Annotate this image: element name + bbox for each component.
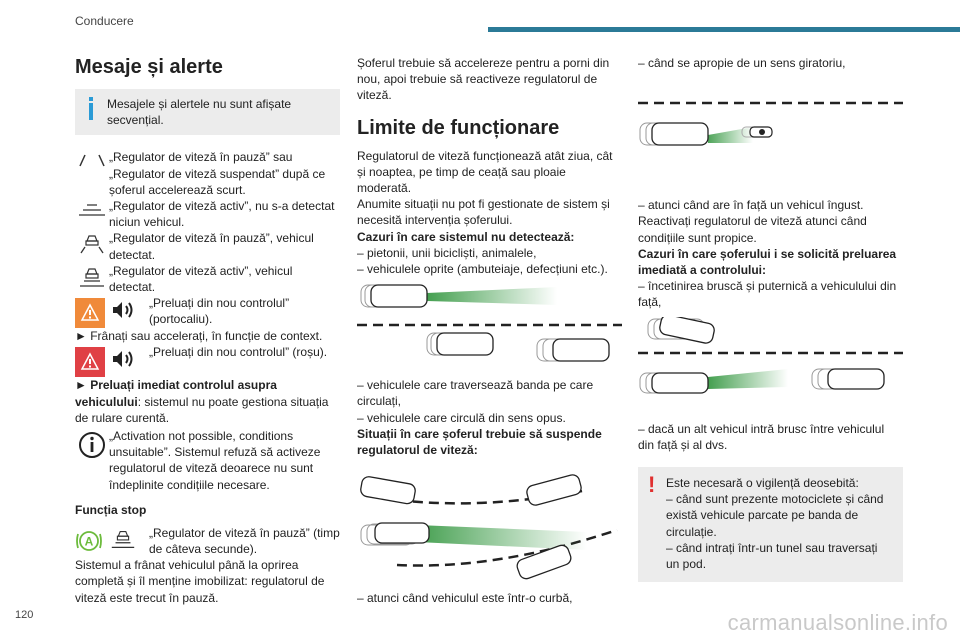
stop-function-text: Sistemul a frânat vehiculul până la opri… [75,558,325,605]
takeover-title: Cazuri în care șoferului i se solicită p… [638,246,897,278]
curve-item: – atunci când vehiculul este într-o curb… [357,591,573,606]
warning-note: ! Este necesară o vigilență deosebită: –… [638,467,903,583]
illustration-curve [357,470,622,580]
not-detected-title: Cazuri în care sistemul nu detectează: [357,229,575,244]
illustration-cut-in [638,316,903,411]
vehicle-detected-paused-icon [75,230,109,255]
regulator-paused-icon [75,149,109,168]
takeover-red-icon [75,347,105,378]
message-stop-paused: A „Regulator de viteză în pauză” (timp d… [75,525,340,557]
message-paused: „Regulator de viteză în pauză” sau „Regu… [75,149,340,198]
info-note: Mesajele și alertele nu sunt afișate sec… [75,89,340,136]
takeover-item: – încetinirea bruscă și puternică a vehi… [638,279,897,310]
warning-text: Este necesară o vigilență deosebită: [666,476,859,491]
message-takeover-red: „Preluați din nou controlul” (roșu). [75,344,340,378]
header-accent-bar [488,27,960,32]
vehicle-detected-active-icon [111,530,135,548]
column-3: – când se apropie de un sens giratoriu, … [638,55,903,583]
roundabout-item: – când se apropie de un sens giratoriu, [638,56,846,70]
message-active-no-vehicle: „Regulator de viteză activ”, nu s-a dete… [75,198,340,230]
info-circle-icon [75,428,109,459]
watermark: carmanualsonline.info [727,610,948,635]
suspend-title: Situații în care șoferul trebuie să susp… [357,426,602,458]
message-takeover-orange: „Preluați din nou controlul” (portocaliu… [75,295,340,329]
limits-text-2: Anumite situații nu pot fi gestionate de… [357,197,610,228]
auto-hold-icon: A [76,530,102,551]
vehicle-detected-active-icon [75,263,109,288]
info-note-text: Mesajele și alertele nu sunt afișate sec… [107,97,292,128]
warning-exclamation-icon: ! [648,472,656,498]
takeover-orange-icon [75,298,105,329]
sound-icon [113,351,133,368]
section-title: Mesaje și alerte [75,56,223,78]
warning-item: – când intrați într-un tunel sau travers… [666,540,878,572]
regulator-active-icon [75,198,109,217]
restart-intro: Șoferul trebuie să accelereze pentru a p… [357,56,610,103]
sound-icon [113,302,133,319]
reactivate-text: Reactivați regulatorul de viteză atunci … [638,214,867,245]
stop-function-title: Funcția stop [75,502,147,517]
message-activation-not-possible: „Activation not possible, conditions uns… [75,428,340,493]
limits-text: Regulatorul de viteză funcționează atât … [357,148,613,196]
running-head: Conducere [75,14,134,28]
column-2: Șoferul trebuie să accelereze pentru a p… [357,55,622,606]
page-number: 120 [15,609,34,621]
not-detected-item: – vehiculele oprite (ambuteiaje, defecți… [357,262,608,277]
crossing-item: – vehiculele care traversează banda pe c… [357,378,594,409]
message-active-vehicle: „Regulator de viteză activ”, vehicul det… [75,263,340,295]
limits-title: Limite de funcționare [357,116,560,139]
message-paused-vehicle: „Regulator de viteză în pauză”, vehicul … [75,230,340,262]
column-1: Mesaje și alerte Mesajele și alertele nu… [75,55,340,606]
info-icon [83,96,99,128]
narrow-item: – atunci când are în față un vehicul îng… [638,198,864,213]
illustration-stopped-vehicles [357,283,622,367]
takeover-red-action: ► Preluați imediat controlul asupra vehi… [75,378,329,425]
warning-item: – când sunt prezente motociclete și când… [666,492,884,539]
takeover-orange-action: ► Frânați sau accelerați, în funcție de … [75,329,323,344]
illustration-narrow-vehicle [638,97,903,187]
not-detected-item: – pietonii, unii bicicliști, animalele, [357,245,537,260]
svg-text:A: A [85,534,94,548]
cutin-item: – dacă un alt vehicul intră brusc între … [638,421,885,452]
crossing-item: – vehiculele care circulă din sens opus. [357,410,566,425]
